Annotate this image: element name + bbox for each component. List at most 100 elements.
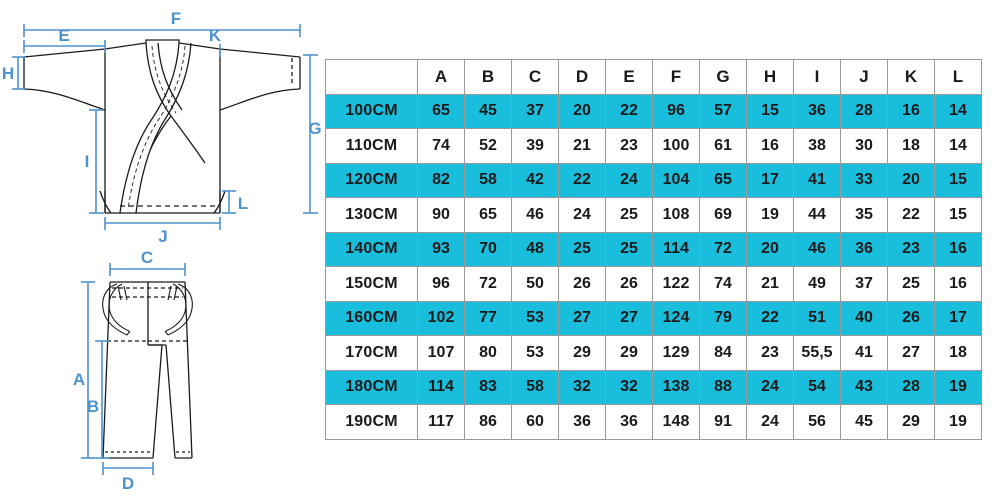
cell-190CM-L: 19 [934, 404, 982, 440]
cell-140CM-I: 46 [793, 231, 841, 267]
cell-190CM-G: 91 [699, 404, 747, 440]
cell-110CM-J: 30 [840, 128, 888, 164]
cell-170CM-A: 107 [417, 335, 465, 371]
cell-180CM-K: 28 [887, 369, 935, 405]
cell-110CM-F: 100 [652, 128, 700, 164]
cell-150CM-C: 50 [511, 266, 559, 302]
jacket-dim-label-I: I [85, 152, 90, 171]
cell-110CM-K: 18 [887, 128, 935, 164]
cell-170CM-I: 55,5 [793, 335, 841, 371]
cell-190CM-I: 56 [793, 404, 841, 440]
column-header-F: F [652, 59, 700, 95]
cell-110CM-E: 23 [605, 128, 653, 164]
pants-drawstring [102, 283, 193, 336]
cell-130CM-D: 24 [558, 197, 606, 233]
cell-170CM-G: 84 [699, 335, 747, 371]
cell-120CM-B: 58 [464, 162, 512, 198]
jacket-dim-label-L: L [238, 194, 248, 213]
column-header-I: I [793, 59, 841, 95]
cell-160CM-H: 22 [746, 300, 794, 336]
jacket-dim-label-E: E [58, 26, 69, 45]
cell-100CM-A: 65 [417, 93, 465, 129]
cell-140CM-F: 114 [652, 231, 700, 267]
cell-150CM-F: 122 [652, 266, 700, 302]
cell-120CM-G: 65 [699, 162, 747, 198]
cell-110CM-A: 74 [417, 128, 465, 164]
column-header-H: H [746, 59, 794, 95]
column-header-B: B [464, 59, 512, 95]
pants-dim-label-A: A [73, 370, 85, 389]
cell-180CM-D: 32 [558, 369, 606, 405]
cell-120CM-F: 104 [652, 162, 700, 198]
column-header-A: A [417, 59, 465, 95]
cell-190CM-H: 24 [746, 404, 794, 440]
cell-100CM-H: 15 [746, 93, 794, 129]
cell-160CM-F: 124 [652, 300, 700, 336]
cell-150CM-A: 96 [417, 266, 465, 302]
cell-140CM-G: 72 [699, 231, 747, 267]
cell-130CM-H: 19 [746, 197, 794, 233]
cell-130CM-B: 65 [464, 197, 512, 233]
pants-dimension-lines [81, 263, 186, 475]
cell-180CM-B: 83 [464, 369, 512, 405]
cell-130CM-L: 15 [934, 197, 982, 233]
cell-150CM-K: 25 [887, 266, 935, 302]
cell-150CM-B: 72 [464, 266, 512, 302]
cell-190CM-J: 45 [840, 404, 888, 440]
row-label-190CM: 190CM [325, 404, 418, 440]
cell-130CM-G: 69 [699, 197, 747, 233]
jacket-dim-label-H: H [2, 64, 14, 83]
cell-160CM-B: 77 [464, 300, 512, 336]
cell-170CM-E: 29 [605, 335, 653, 371]
cell-130CM-C: 46 [511, 197, 559, 233]
cell-140CM-A: 93 [417, 231, 465, 267]
column-header-J: J [840, 59, 888, 95]
cell-160CM-A: 102 [417, 300, 465, 336]
cell-110CM-H: 16 [746, 128, 794, 164]
cell-100CM-G: 57 [699, 93, 747, 129]
cell-150CM-I: 49 [793, 266, 841, 302]
cell-100CM-J: 28 [840, 93, 888, 129]
column-header-D: D [558, 59, 606, 95]
cell-140CM-K: 23 [887, 231, 935, 267]
pants-dim-label-C: C [141, 248, 153, 267]
cell-140CM-E: 25 [605, 231, 653, 267]
cell-190CM-F: 148 [652, 404, 700, 440]
cell-190CM-C: 60 [511, 404, 559, 440]
cell-150CM-G: 74 [699, 266, 747, 302]
cell-120CM-D: 22 [558, 162, 606, 198]
cell-120CM-H: 17 [746, 162, 794, 198]
cell-110CM-B: 52 [464, 128, 512, 164]
cell-170CM-B: 80 [464, 335, 512, 371]
jacket-dim-label-G: G [308, 119, 321, 138]
cell-180CM-G: 88 [699, 369, 747, 405]
row-label-110CM: 110CM [325, 128, 418, 164]
cell-160CM-E: 27 [605, 300, 653, 336]
cell-110CM-I: 38 [793, 128, 841, 164]
cell-120CM-L: 15 [934, 162, 982, 198]
header-corner-cell [325, 59, 418, 95]
cell-150CM-J: 37 [840, 266, 888, 302]
jacket-drawing [23, 39, 301, 214]
diagrams-svg: F E H K G I J L [2, 9, 322, 493]
cell-160CM-J: 40 [840, 300, 888, 336]
cell-170CM-L: 18 [934, 335, 982, 371]
column-header-C: C [511, 59, 559, 95]
cell-150CM-D: 26 [558, 266, 606, 302]
jacket-stitch-detail [127, 45, 186, 211]
pants-dim-label-D: D [122, 474, 134, 493]
cell-180CM-E: 32 [605, 369, 653, 405]
cell-110CM-D: 21 [558, 128, 606, 164]
cell-130CM-J: 35 [840, 197, 888, 233]
cell-170CM-K: 27 [887, 335, 935, 371]
cell-170CM-F: 129 [652, 335, 700, 371]
pants-drawing [102, 281, 193, 459]
cell-140CM-B: 70 [464, 231, 512, 267]
